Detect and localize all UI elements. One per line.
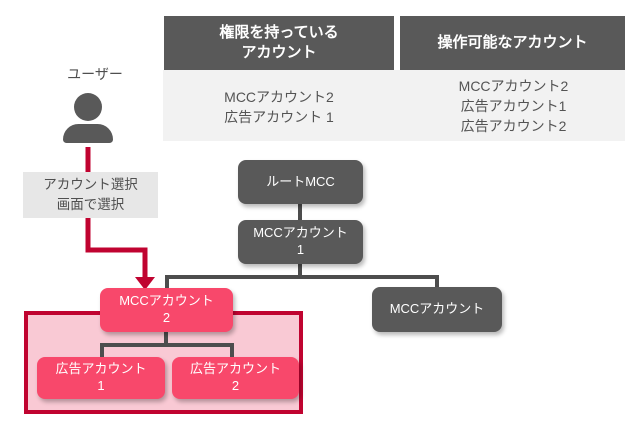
tree-node-root-mcc: ルートMCC xyxy=(238,160,363,204)
tree-node-ad-account-2: 広告アカウント 2 xyxy=(172,357,299,399)
legend-list-operable: MCCアカウント2 広告アカウント1 広告アカウント2 xyxy=(402,77,625,137)
user-person-icon xyxy=(63,93,113,143)
legend-header-authorized-accounts: 権限を持っている アカウント xyxy=(164,16,394,70)
user-label: ユーザー xyxy=(67,66,123,82)
legend-header-operable-accounts: 操作可能なアカウント xyxy=(400,16,625,70)
tree-node-ad-account-1: 広告アカウント 1 xyxy=(37,357,165,399)
account-selection-note: アカウント選択 画面で選択 xyxy=(23,172,158,218)
legend-item: MCCアカウント2 xyxy=(458,78,569,94)
legend-list-authorized: MCCアカウント2 広告アカウント 1 xyxy=(164,88,394,128)
tree-node-mcc-account-1: MCCアカウント 1 xyxy=(238,220,363,264)
user-icon-head xyxy=(74,93,102,121)
user-selection-arrow xyxy=(85,147,155,290)
tree-node-mcc-account-other: MCCアカウント xyxy=(372,287,502,332)
legend-item: 広告アカウント 1 xyxy=(224,108,334,125)
legend-panel-background xyxy=(163,70,625,141)
tree-node-mcc-account-2: MCCアカウント 2 xyxy=(100,288,233,332)
user-icon-body xyxy=(63,124,113,143)
legend-item: 広告アカウント1 xyxy=(460,97,567,114)
legend-item: MCCアカウント2 xyxy=(224,89,334,105)
legend-item: 広告アカウント2 xyxy=(460,117,567,134)
